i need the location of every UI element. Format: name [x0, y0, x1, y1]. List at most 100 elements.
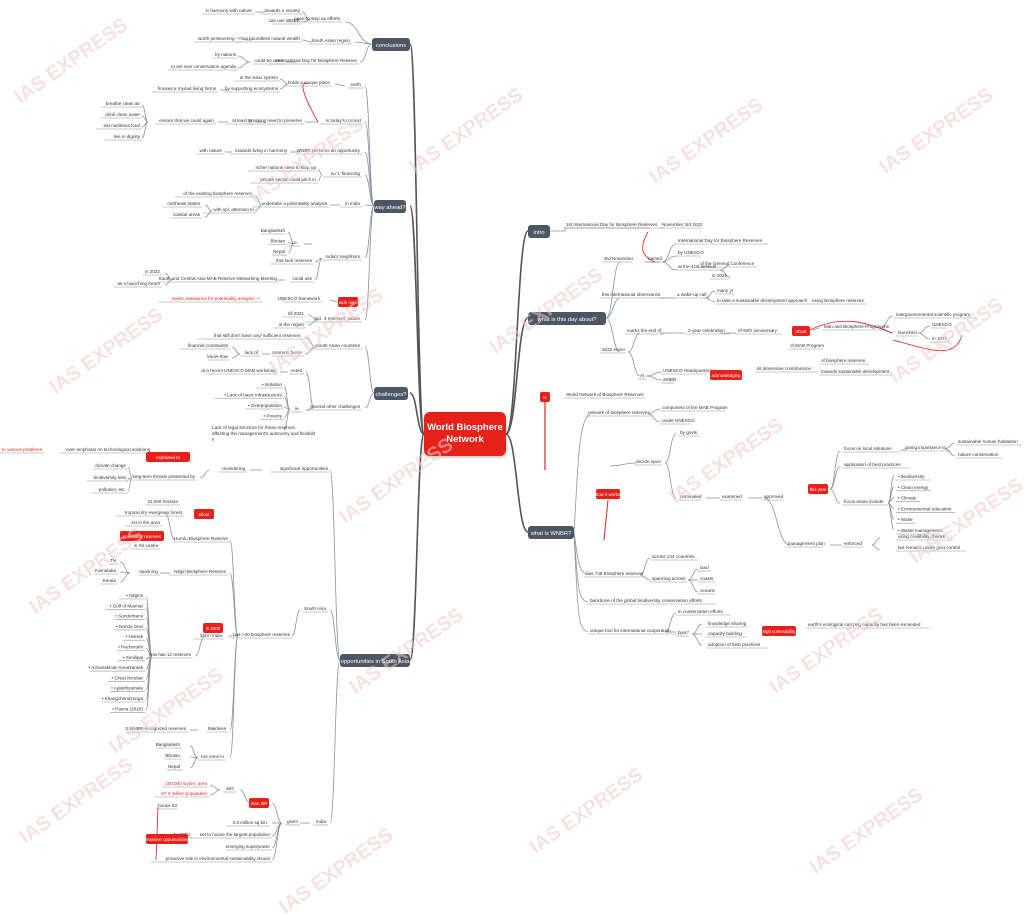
node-label[interactable]: over-emphasis on technological solutions [66, 447, 151, 452]
node-label[interactable]: live in dignity [114, 134, 141, 139]
node-label[interactable]: could use [292, 276, 312, 281]
node-label[interactable]: can use WNBR [269, 18, 301, 23]
node-label[interactable]: given [287, 819, 298, 824]
node-label[interactable]: India [316, 819, 326, 824]
node-label[interactable]: coasts [700, 576, 714, 581]
node-label[interactable]: but remains under govt control [898, 545, 960, 550]
node-label[interactable]: worth persevering -> [198, 36, 240, 41]
node-label[interactable]: 2-year celebration [688, 328, 725, 333]
node-label[interactable]: in the solar system [240, 75, 278, 80]
node-label[interactable]: in the region [279, 322, 305, 327]
tag-side-note[interactable] [338, 297, 358, 307]
focus-area-item[interactable]: • Clean energy [898, 485, 929, 490]
india-reserve-item[interactable]: • Gulf of Mannar [110, 603, 144, 608]
node-label[interactable]: private sector could pitch in [260, 177, 316, 182]
node-label[interactable]: Kerala [103, 578, 117, 583]
node-label[interactable]: till 2021 [288, 311, 304, 316]
node-label[interactable]: holds a unique place [288, 80, 331, 85]
node-label[interactable]: • Overpopulation [248, 403, 282, 408]
node-label[interactable]: how? [678, 630, 689, 635]
node-label[interactable]: backbone of the global biodiversity cons… [590, 598, 702, 603]
node-label[interactable]: significant opportunities [280, 466, 329, 471]
node-label[interactable]: breathe clean air [106, 101, 141, 106]
india-reserve-item[interactable]: • Similipal [123, 655, 143, 660]
node-label[interactable]: 3 WNBR-recognized reserves [125, 726, 186, 731]
node-label[interactable]: Karnataka [95, 568, 116, 573]
node-label[interactable]: eat nutritious food [103, 123, 140, 128]
node-label[interactable]: component of the MAB Program [662, 405, 728, 410]
node-label[interactable]: South Asian countries [316, 343, 361, 348]
node-label[interactable]: coastal areas [173, 212, 201, 217]
central-topic[interactable]: World Biosphere Network [424, 412, 506, 456]
node-label[interactable]: • Lack of basic infrastructure [224, 393, 282, 398]
branch-what-wnbr[interactable] [528, 526, 574, 539]
node-label[interactable]: of biosphere reserves [821, 358, 866, 363]
node-label[interactable]: network of biosphere reserves [588, 410, 650, 415]
node-label[interactable]: many yr [717, 288, 734, 293]
india-reserve-item[interactable]: • Achanakmar-Amarkantak [89, 665, 144, 670]
node-label[interactable]: its dimensive contributions [757, 366, 812, 371]
branch-opportunities[interactable] [340, 654, 410, 667]
tag-high-vulnerability[interactable] [762, 626, 796, 636]
node-label[interactable]: now has 12 reserves [149, 652, 192, 657]
node-label[interactable]: northeast states [167, 201, 200, 206]
node-label[interactable]: land [700, 565, 709, 570]
node-label[interactable]: has >30 biosphere reserves [233, 632, 291, 637]
node-label[interactable]: under UNESCO [662, 418, 695, 423]
focus-area-item[interactable]: • Water [898, 517, 913, 522]
node-label[interactable]: 87.4 million population [161, 791, 207, 796]
node-label[interactable]: South Asia [304, 606, 326, 611]
tag-how-it-works[interactable] [596, 489, 620, 499]
node-label[interactable]: knowledge sharing [708, 621, 747, 626]
node-label[interactable]: noted [291, 368, 303, 373]
node-label[interactable]: in 2022 [145, 269, 161, 274]
focus-area-item[interactable]: • Waste management [898, 528, 943, 533]
node-label[interactable]: Hurulu Biosphere Reserve [174, 536, 228, 541]
node-label[interactable]: w.r.t. financing [331, 171, 361, 176]
node-label[interactable]: Bangladesh [156, 742, 181, 747]
node-label[interactable]: but none in [201, 754, 224, 759]
tag-is[interactable] [540, 392, 550, 402]
node-label[interactable]: 1st International Day for Biosphere Rese… [566, 222, 658, 227]
node-label[interactable]: common factor [272, 350, 303, 355]
node-label[interactable]: tropical dry evergreen forest [125, 510, 183, 515]
node-label[interactable]: approved [764, 494, 784, 499]
node-label[interactable]: Nepal [168, 764, 180, 769]
node-label[interactable]: richer nations need to step up [255, 165, 316, 170]
node-label[interactable]: launched [898, 330, 917, 335]
node-label[interactable]: several other challenges [310, 404, 360, 409]
node-label[interactable]: oceans [700, 588, 716, 593]
node-label[interactable]: by govts [680, 430, 698, 435]
node-label[interactable]: enforced [844, 541, 862, 546]
node-label[interactable]: nature conservation [958, 452, 999, 457]
node-label[interactable]: at a recent UNESCO MAB workshop [201, 368, 276, 373]
tag-now-has-4[interactable] [120, 531, 164, 541]
node-label[interactable]: SMBR [663, 377, 677, 382]
node-label[interactable]: has 738 Biosphere reserves [586, 571, 644, 576]
node-label[interactable]: giving importance to [905, 445, 947, 450]
node-label[interactable]: with nature [200, 148, 223, 153]
india-reserve-item[interactable]: • Nokrek [126, 634, 144, 639]
node-label[interactable]: • Poverty [264, 414, 283, 419]
india-reserve-item[interactable]: • Pachmarhi [118, 645, 143, 650]
node-label[interactable]: proactive role in environmental sustaina… [166, 856, 271, 861]
node-label[interactable]: to take a sustainable development approa… [717, 298, 808, 303]
node-label[interactable]: emerging superpower [226, 844, 271, 849]
node-label[interactable]: November 3rd 2022 [662, 222, 703, 227]
node-label[interactable]: towards sustainable development [821, 369, 890, 374]
branch-conclusions[interactable] [372, 38, 410, 51]
node-label[interactable]: i.e. [292, 240, 298, 245]
branch-challenges[interactable] [374, 387, 408, 400]
node-label[interactable]: this international observance [602, 292, 661, 297]
node-label[interactable]: know-how [207, 354, 228, 359]
node-label[interactable]: climate change [95, 463, 126, 468]
node-label[interactable]: at least to [232, 118, 252, 123]
india-reserve-item[interactable]: • Nilgiris [126, 593, 143, 598]
node-label[interactable]: set to house the largest population [200, 832, 271, 837]
node-label[interactable]: to various problems [2, 447, 43, 452]
node-label[interactable]: towards a society [265, 8, 301, 13]
node-label[interactable]: undertake a potentiality analysis [262, 201, 328, 206]
india-reserve-item[interactable]: • Sunderbans [115, 614, 143, 619]
node-label[interactable]: in conservation efforts [678, 609, 724, 614]
node-label[interactable]: 100,000 sq km. area [165, 781, 207, 786]
